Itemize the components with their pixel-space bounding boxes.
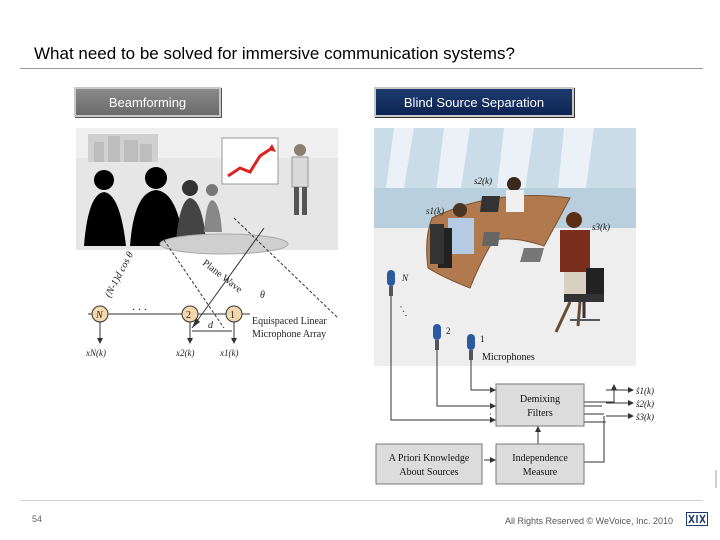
edge-mark <box>715 470 717 488</box>
source-s1: s1(k) <box>426 206 444 216</box>
page-number: 54 <box>32 514 43 524</box>
plane-wave-label: Plane Wave <box>200 258 244 296</box>
mic-1-label: 1 <box>230 310 235 321</box>
prior-line1: A Priori Knowledge <box>389 453 470 464</box>
bss-microphones <box>387 270 475 360</box>
independence-line1: Independence <box>512 453 568 464</box>
prior-line2: About Sources <box>399 467 458 478</box>
bss-mic-n: N <box>401 273 409 283</box>
a-priori-knowledge-box <box>375 443 483 485</box>
output-arrows <box>606 389 632 417</box>
beamforming-diagram: (N-1)d cos θ Plane Wave θ N 2 1 . . . d … <box>76 128 339 358</box>
output-arrowheads <box>628 387 634 419</box>
output-s2: ŝ2(k) <box>636 399 654 409</box>
angle-label: θ <box>260 290 265 301</box>
independence-measure-box <box>495 443 585 485</box>
demixing-line2: Filters <box>527 408 553 419</box>
copyright-text: All Rights Reserved © WeVoice, Inc. 2010 <box>505 516 674 526</box>
mic-2-label: 2 <box>186 310 191 321</box>
bss-mic-1: 1 <box>480 334 485 344</box>
array-ellipsis: . . . <box>132 299 147 313</box>
demixing-line1: Demixing <box>520 394 560 405</box>
signal-xn: xN(k) <box>85 348 106 358</box>
mic-n-label: N <box>95 310 104 321</box>
meeting-illustration <box>76 128 338 255</box>
output-s3: ŝ3(k) <box>636 412 654 422</box>
bss-diagram: s2(k) s1(k) s3(k) N 2 1 . . . Microphone… <box>374 128 654 485</box>
source-s2: s2(k) <box>474 176 492 186</box>
slide-title: What need to be solved for immersive com… <box>34 44 515 63</box>
source-s3: s3(k) <box>592 222 610 232</box>
demixing-filters-box <box>495 383 585 427</box>
signal-x1: x1(k) <box>219 348 238 358</box>
output-s1: ŝ1(k) <box>636 386 654 396</box>
bss-mic-dots: . . . <box>397 302 413 318</box>
tab-beamforming[interactable]: Beamforming <box>74 87 221 117</box>
microphones-label: Microphones <box>482 352 535 363</box>
arrowheads <box>490 384 617 463</box>
signal-x2: x2(k) <box>175 348 194 358</box>
bss-mic-2: 2 <box>446 326 451 336</box>
array-label-line1: Equispaced Linear <box>252 316 327 327</box>
tab-blind-source-separation[interactable]: Blind Source Separation <box>374 87 574 117</box>
conference-illustration <box>374 128 636 366</box>
microphone-array <box>88 305 250 344</box>
routing-dots: ⋮ <box>486 412 495 422</box>
title-divider <box>20 68 703 69</box>
array-label-line2: Microphone Array <box>252 329 326 340</box>
company-logo <box>686 512 708 526</box>
footer-divider <box>20 500 703 501</box>
delay-label: (N-1)d cos θ <box>103 250 136 299</box>
spacing-label: d <box>208 320 214 331</box>
plane-wave <box>163 217 339 329</box>
independence-line2: Measure <box>523 467 558 478</box>
